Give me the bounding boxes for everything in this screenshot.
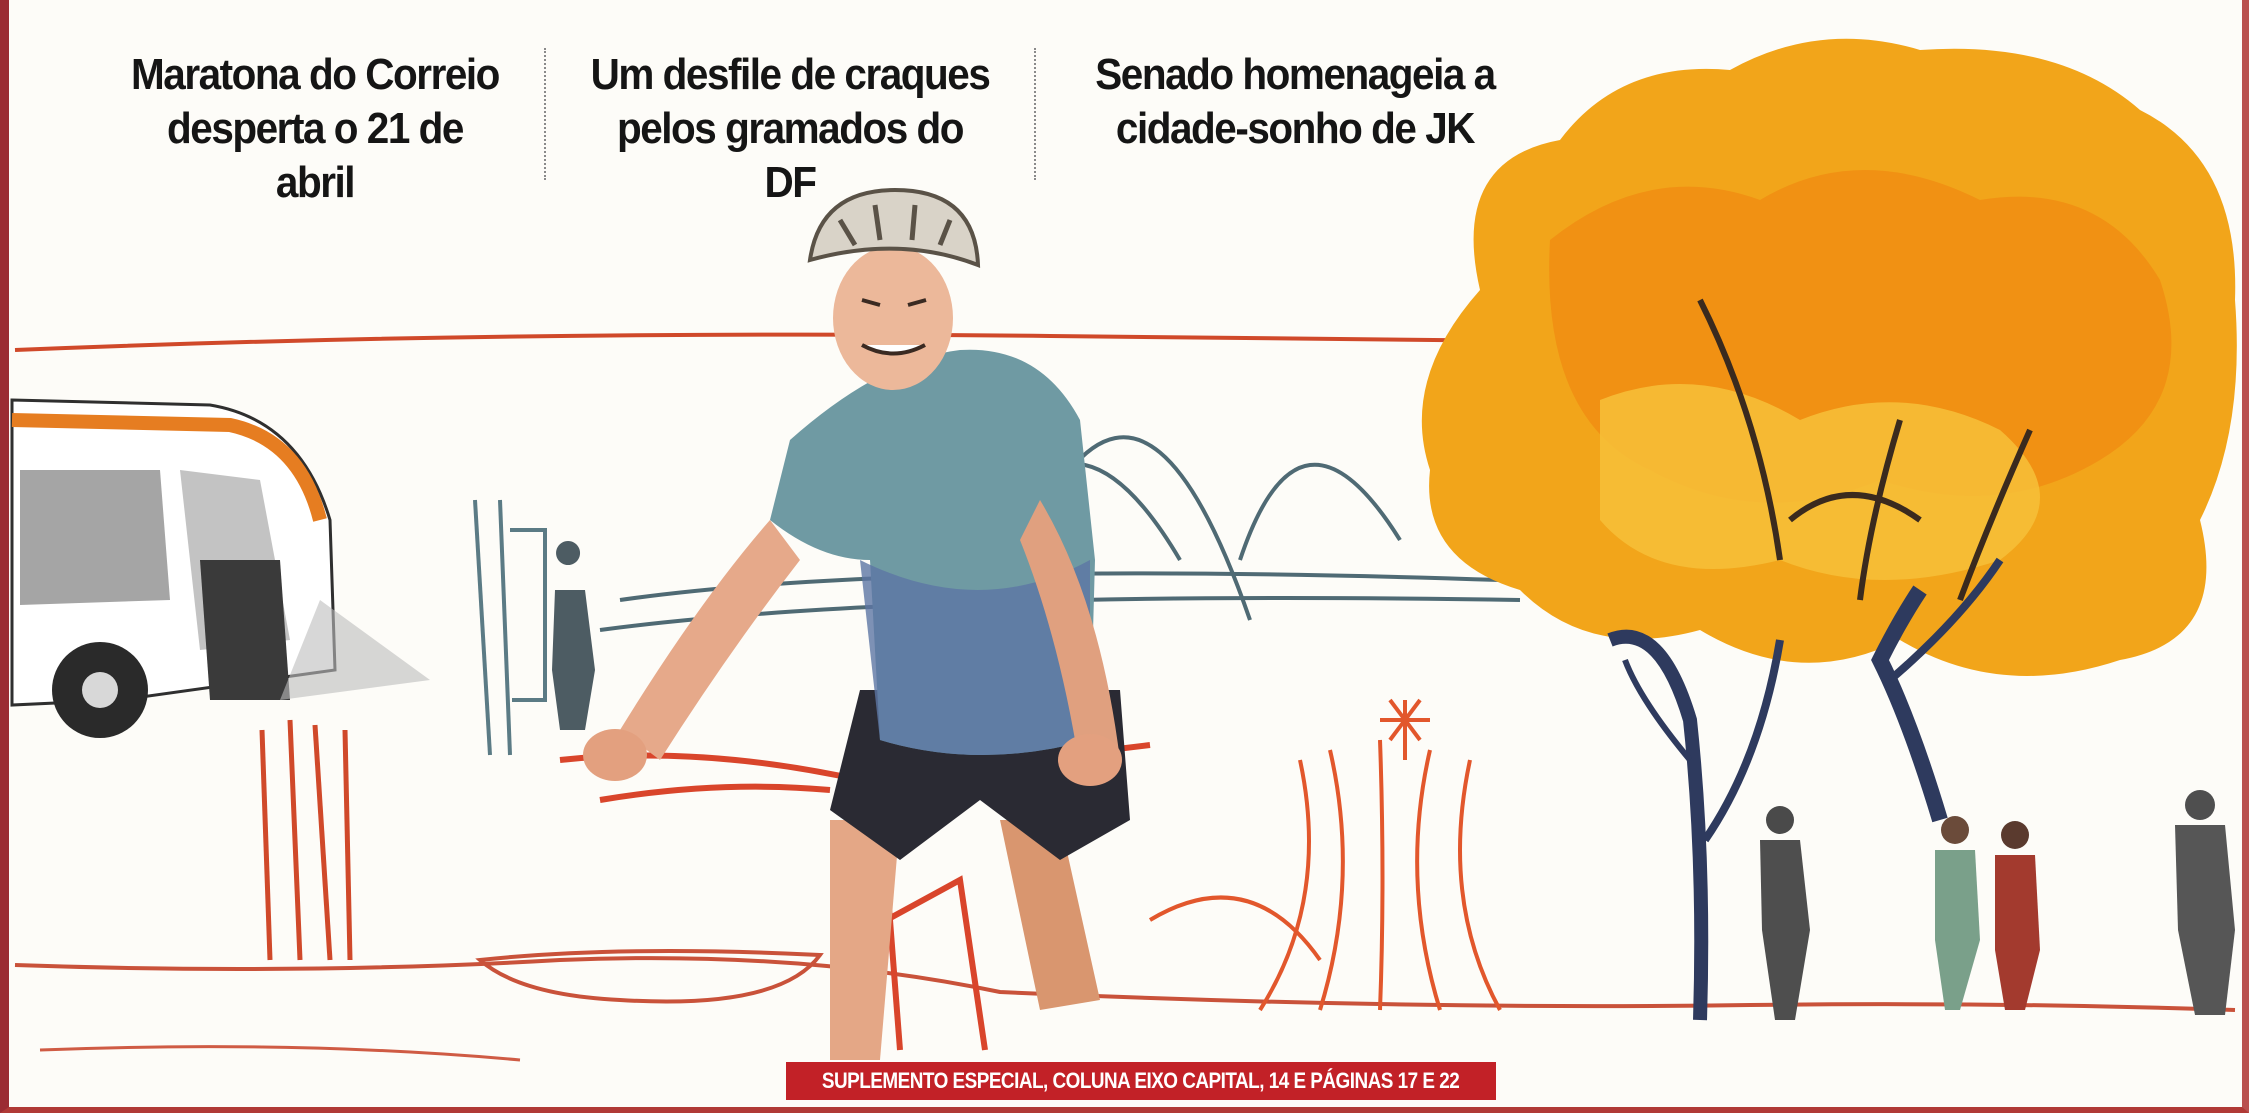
bus-illustration	[10, 398, 430, 738]
pedestrian-silhouette	[552, 541, 595, 730]
pedestrians-group	[1760, 790, 2235, 1020]
column-divider	[544, 48, 546, 180]
headline-line: Maratona do Correio	[131, 50, 500, 99]
sign-sketch	[473, 499, 547, 756]
horizon-line	[14, 332, 1484, 352]
headline-senado[interactable]: Senado homenageia a cidade-sonho de JK	[1079, 48, 1511, 156]
headline-line: cidade-sonho de JK	[1115, 104, 1476, 153]
ipe-tree-illustration	[1421, 38, 2237, 676]
headline-line: desperta o 21 de abril	[167, 104, 464, 207]
sketch-pillars	[259, 719, 353, 961]
headline-line: pelos gramados do DF	[616, 104, 965, 207]
headline-row: Maratona do Correio desperta o 21 de abr…	[110, 48, 1530, 207]
column-divider	[1034, 48, 1036, 180]
headline-maratona[interactable]: Maratona do Correio desperta o 21 de abr…	[126, 48, 503, 210]
headline-line: Um desfile de craques	[590, 50, 991, 99]
sketch-platform	[475, 949, 824, 1004]
supplement-banner[interactable]: SUPLEMENTO ESPECIAL, COLUNA EIXO CAPITAL…	[786, 1062, 1496, 1100]
headline-line: Senado homenageia a	[1095, 50, 1496, 99]
tree-trunks	[1607, 557, 2004, 1021]
ground-line	[14, 956, 2236, 1012]
cathedral-sketch	[1148, 698, 1502, 1012]
ground-line-2	[39, 1045, 521, 1062]
headline-desfile[interactable]: Um desfile de craques pelos gramados do …	[588, 48, 993, 210]
banner-text: SUPLEMENTO ESPECIAL, COLUNA EIXO CAPITAL…	[822, 1068, 1460, 1093]
cyclist-illustration	[559, 187, 1151, 1060]
